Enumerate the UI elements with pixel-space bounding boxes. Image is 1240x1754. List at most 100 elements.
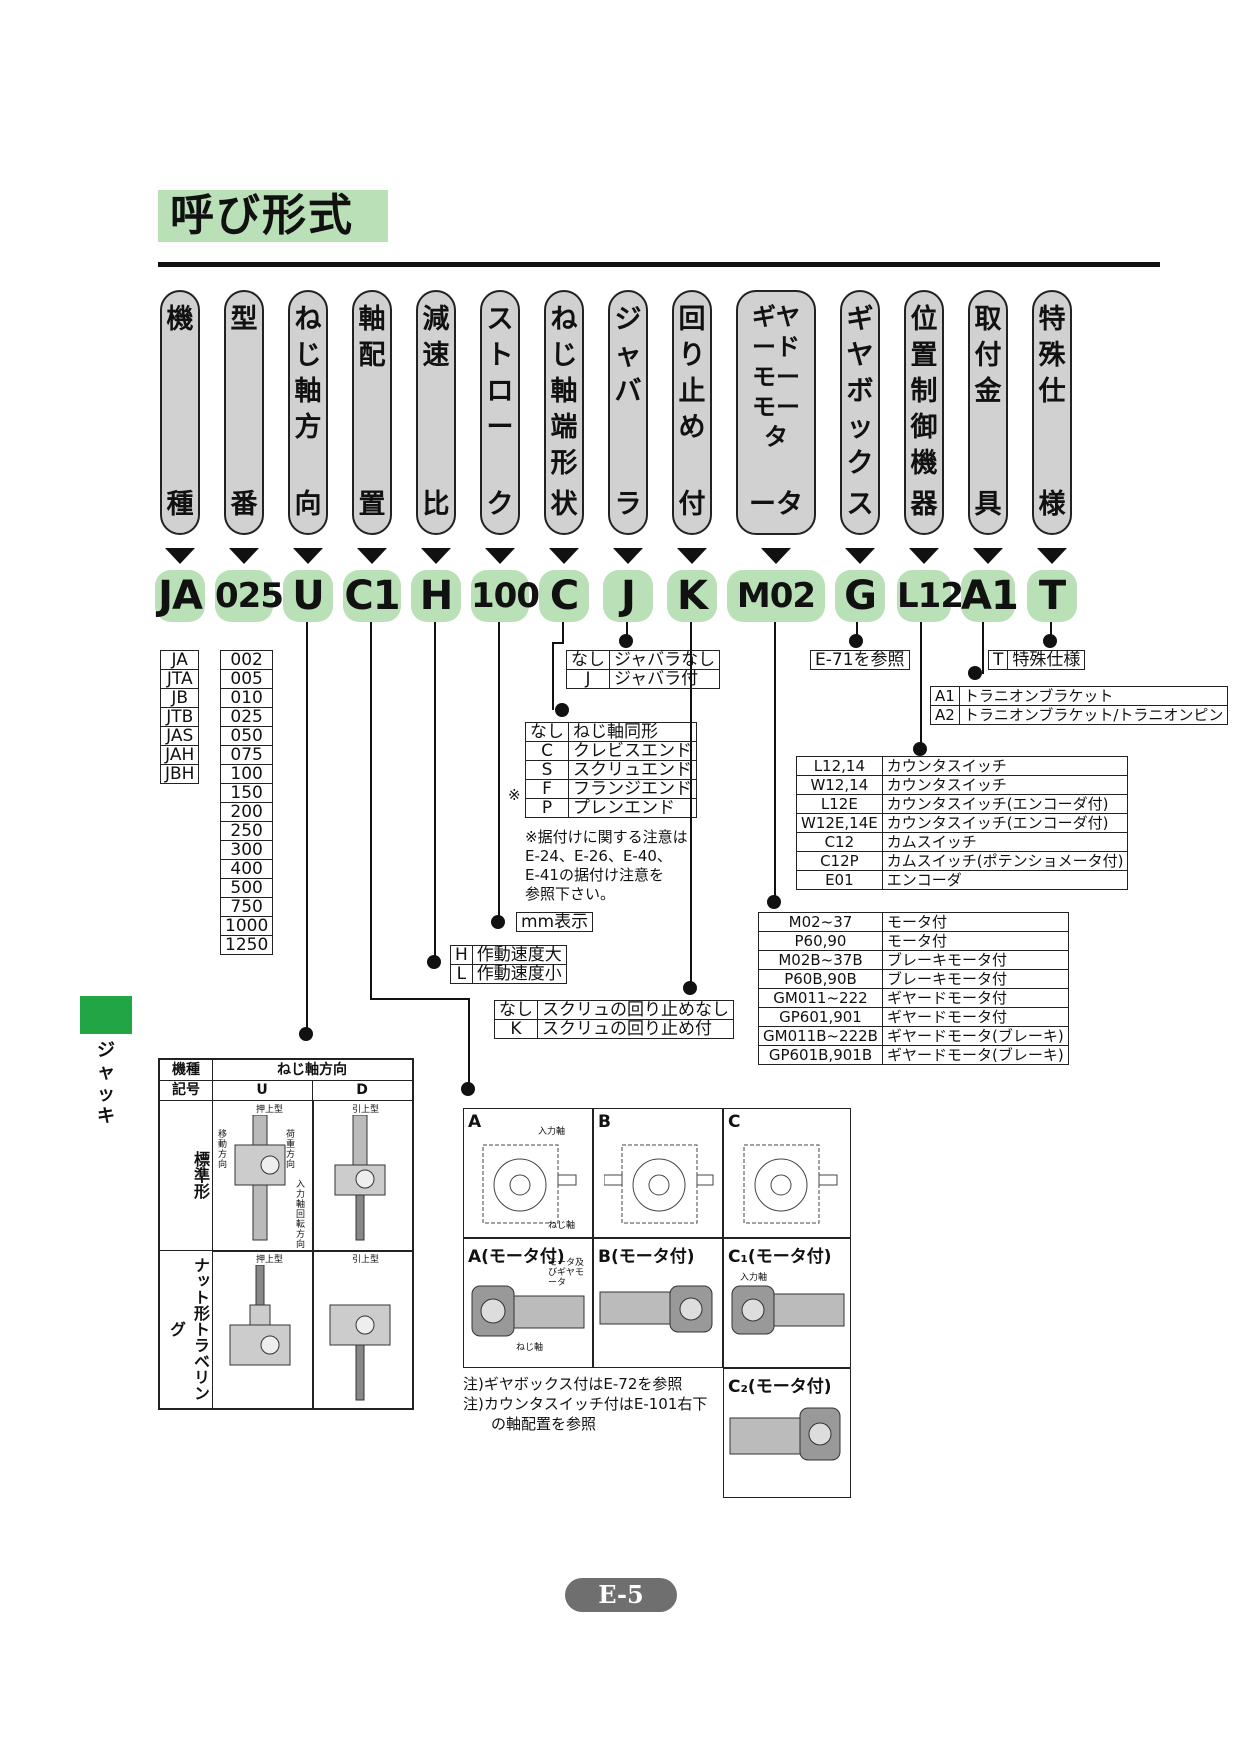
row-value: ギヤードモータ(ブレーキ): [881, 1045, 1069, 1065]
down-arrow-icon: [761, 548, 791, 564]
code-chip-3: C1: [343, 570, 401, 622]
row-key: M02~37: [758, 912, 883, 932]
row-value: ギヤードモータ付: [881, 988, 1069, 1008]
list-item: JTA: [159, 669, 200, 689]
column-header-10: ギヤボックス: [840, 290, 880, 535]
direction-table: 機種 ねじ軸方向 記号 U D 標準形 ナット形トラベリング 押上型 引上型 押…: [158, 1058, 414, 1410]
stroke-note-table: mm表示: [515, 912, 594, 932]
column-header-last: ータ: [749, 489, 803, 520]
code-chip-11: L12: [897, 570, 964, 622]
down-arrow-icon: [549, 548, 579, 564]
column-header-last: 比: [422, 489, 450, 520]
note-line: E-41の据付け注意を: [525, 866, 664, 884]
row-value: ブレーキモータ付: [881, 969, 1069, 989]
panel-b-figure: [604, 1144, 714, 1224]
panel-bm-figure: [599, 1285, 713, 1333]
column-header-1: 型番: [224, 290, 264, 535]
list-item: JAS: [159, 726, 200, 746]
row-value: クレビスエンド: [568, 741, 697, 761]
dir-row-standard: 標準形: [160, 1100, 213, 1251]
gearbox-ref-table: E-71を参照: [810, 650, 910, 670]
note-line: 注)カウンタスイッチ付はE-101右下: [463, 1395, 708, 1413]
column-header-last: ク: [486, 489, 514, 520]
row-key: GM011B~222B: [758, 1026, 883, 1046]
column-header-last: 様: [1038, 489, 1066, 520]
down-arrow-icon: [973, 548, 1003, 564]
row-value: 作動速度小: [471, 964, 567, 984]
row-key: K: [494, 1019, 538, 1039]
pull-label-2: 引上型: [352, 1255, 380, 1265]
row-key: P60,90: [758, 931, 883, 951]
row-value: トラニオンブラケット/トラニオンピン: [958, 705, 1229, 725]
down-arrow-icon: [165, 548, 195, 564]
list-item: 750: [219, 897, 274, 917]
column-header-last: 向: [294, 489, 322, 520]
list-item: 025: [219, 707, 274, 727]
row-value: スクリュエンド: [568, 760, 697, 780]
column-header-text: ねじ軸方: [294, 304, 322, 443]
column-header-11: 位置制御機器: [904, 290, 944, 535]
code-chip-2: U: [283, 570, 333, 622]
label-b: B: [598, 1112, 611, 1132]
row-key: F: [525, 779, 569, 799]
input-shaft-label: 入力軸: [538, 1127, 566, 1137]
row-key: J: [566, 669, 610, 689]
column-header-3: 軸配置: [352, 290, 392, 535]
list-item: 050: [219, 726, 274, 746]
code-chip-6: C: [539, 570, 589, 622]
row-key: P60B,90B: [758, 969, 883, 989]
input-rot-label: 入力軸回転方向: [296, 1180, 306, 1250]
column-header-2: ねじ軸方向: [288, 290, 328, 535]
list-item: 075: [219, 745, 274, 765]
row-key: GP601B,901B: [758, 1045, 883, 1065]
column-header-last: 器: [910, 489, 938, 520]
code-chip-7: J: [603, 570, 653, 622]
panel-c1m-figure: [731, 1285, 845, 1335]
column-header-text: ジャバ: [614, 304, 642, 407]
row-key: T: [987, 650, 1009, 670]
column-header-last: 番: [230, 489, 258, 520]
row-value: カムスイッチ: [881, 832, 1129, 852]
jack-u-standard-figure: [234, 1115, 286, 1241]
column-header-last: 具: [974, 489, 1002, 520]
list-item: 150: [219, 783, 274, 803]
section-label: ジャッキ: [97, 1040, 115, 1127]
code-chip-8: K: [667, 570, 717, 622]
row-value: カウンタスイッチ(エンコーダ付): [881, 794, 1129, 814]
jack-d-standard-figure: [334, 1115, 386, 1241]
row-key: なし: [566, 650, 610, 670]
list-item: 500: [219, 878, 274, 898]
column-header-text: ストロー: [486, 304, 514, 443]
panel-b: [593, 1108, 723, 1238]
row-value: カムスイッチ(ポテンショメータ付): [881, 851, 1129, 871]
panel-c2m-figure: [729, 1407, 841, 1461]
down-arrow-icon: [845, 548, 875, 564]
list-item: JBH: [159, 764, 200, 784]
row-value: フランジエンド: [568, 779, 697, 799]
list-item: 200: [219, 802, 274, 822]
panel-am-figure: [471, 1285, 585, 1337]
row-value: ギヤードモータ付: [881, 1007, 1069, 1027]
column-header-6: ねじ軸端形状: [544, 290, 584, 535]
row-key: なし: [525, 722, 569, 742]
push-label-1: 押上型: [256, 1105, 284, 1115]
column-header-text: ねじ軸端形: [550, 304, 578, 479]
row-key: A2: [930, 705, 960, 725]
column-header-text: 取付金: [974, 304, 1002, 407]
section-tab: [80, 996, 132, 1034]
row-value: ジャバラなし: [608, 650, 721, 670]
down-arrow-icon: [677, 548, 707, 564]
